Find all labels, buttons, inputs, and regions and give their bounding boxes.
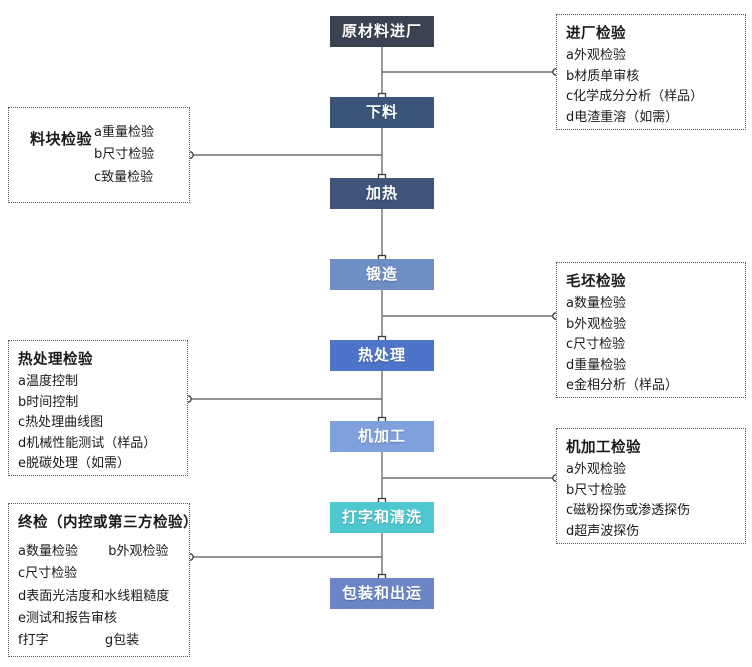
note-line: d表面光洁度和水线粗糙度	[18, 586, 180, 608]
note-line: e脱碳处理（如需）	[18, 456, 130, 472]
node-label: 机加工	[357, 427, 406, 445]
note-title: 热处理检验	[18, 352, 93, 368]
note-line: c化学成分分析（样品）	[566, 89, 704, 105]
note-line: b时间控制	[18, 394, 79, 410]
node-label: 打字和清洗	[341, 508, 422, 526]
node-cutting[interactable]: 下料	[330, 97, 434, 128]
note-line: b尺寸检验	[566, 482, 627, 498]
note-line: c热处理曲线图	[18, 415, 104, 431]
note-line: d超声波探伤	[566, 523, 640, 539]
note-line: a数量检验	[566, 296, 626, 311]
note-machining-inspection: 机加工检验 a外观检验 b尺寸检验 c磁粉探伤或渗透探伤 d超声波探伤	[556, 428, 746, 544]
node-label: 下料	[365, 103, 398, 121]
note-heat-treatment-inspection: 热处理检验 a温度控制 b时间控制 c热处理曲线图 d机械性能测试（样品） e脱…	[8, 340, 188, 476]
note-line: f打字 g包装	[18, 630, 180, 652]
note-line-left: a数量检验	[18, 544, 78, 559]
note-final-inspection: 终检（内控或第三方检验） a数量检验 b外观检验 c尺寸检验 d表面光洁度和水线…	[8, 503, 198, 657]
note-line: e测试和报告审核	[18, 608, 180, 630]
note-line-left: c尺寸检验	[18, 566, 78, 582]
note-line: a数量检验 b外观检验	[18, 541, 180, 563]
node-heat-treatment[interactable]: 热处理	[330, 340, 434, 371]
note-line: c磁粉探伤或渗透探伤	[566, 503, 691, 519]
note-line: a重量检验	[94, 125, 154, 140]
node-forging[interactable]: 锻造	[330, 259, 434, 290]
node-machining[interactable]: 机加工	[330, 421, 434, 452]
node-marking-cleaning[interactable]: 打字和清洗	[330, 502, 434, 533]
note-title: 料块检验	[30, 130, 93, 148]
note-line-right: g包装	[104, 633, 140, 649]
node-packing-shipping[interactable]: 包装和出运	[330, 578, 434, 609]
note-line: e金相分析（样品）	[566, 378, 678, 394]
note-line: c致量检验	[94, 169, 154, 185]
note-line: d电渣重溶（如需）	[566, 109, 679, 125]
note-line: b材质单审核	[566, 68, 640, 84]
note-line: d机械性能测试（样品）	[18, 435, 157, 451]
note-blank-inspection: 毛坯检验 a数量检验 b外观检验 c尺寸检验 d重量检验 e金相分析（样品）	[556, 262, 746, 398]
note-title: 毛坯检验	[566, 274, 626, 290]
note-title: 进厂检验	[566, 26, 626, 42]
note-body: a重量检验 b尺寸检验 c致量检验	[94, 122, 154, 189]
node-label: 原材料进厂	[341, 22, 422, 40]
node-raw-material-inbound[interactable]: 原材料进厂	[330, 16, 434, 47]
note-title: 终检（内控或第三方检验）	[18, 515, 198, 531]
note-billet-inspection: 料块检验 a重量检验 b尺寸检验 c致量检验	[8, 107, 190, 203]
note-line: c尺寸检验	[18, 563, 180, 585]
note-line: a外观检验	[566, 48, 626, 63]
node-label: 加热	[365, 184, 398, 202]
node-label: 包装和出运	[341, 584, 422, 602]
note-line-left: e测试和报告审核	[18, 611, 117, 627]
note-line: d重量检验	[566, 357, 627, 373]
note-incoming-inspection: 进厂检验 a外观检验 b材质单审核 c化学成分分析（样品） d电渣重溶（如需）	[556, 14, 746, 130]
note-line-left: d表面光洁度和水线粗糙度	[18, 588, 170, 604]
note-line: a温度控制	[18, 374, 78, 389]
note-line: b外观检验	[566, 316, 627, 332]
note-line: a外观检验	[566, 462, 626, 477]
note-line-left: f打字	[18, 633, 49, 649]
node-heating[interactable]: 加热	[330, 178, 434, 209]
node-label: 热处理	[357, 346, 406, 364]
note-line-right: b外观检验	[108, 544, 169, 559]
note-title: 机加工检验	[566, 440, 641, 456]
node-label: 锻造	[365, 265, 398, 283]
note-line: b尺寸检验	[94, 147, 155, 163]
note-line: c尺寸检验	[566, 337, 626, 353]
